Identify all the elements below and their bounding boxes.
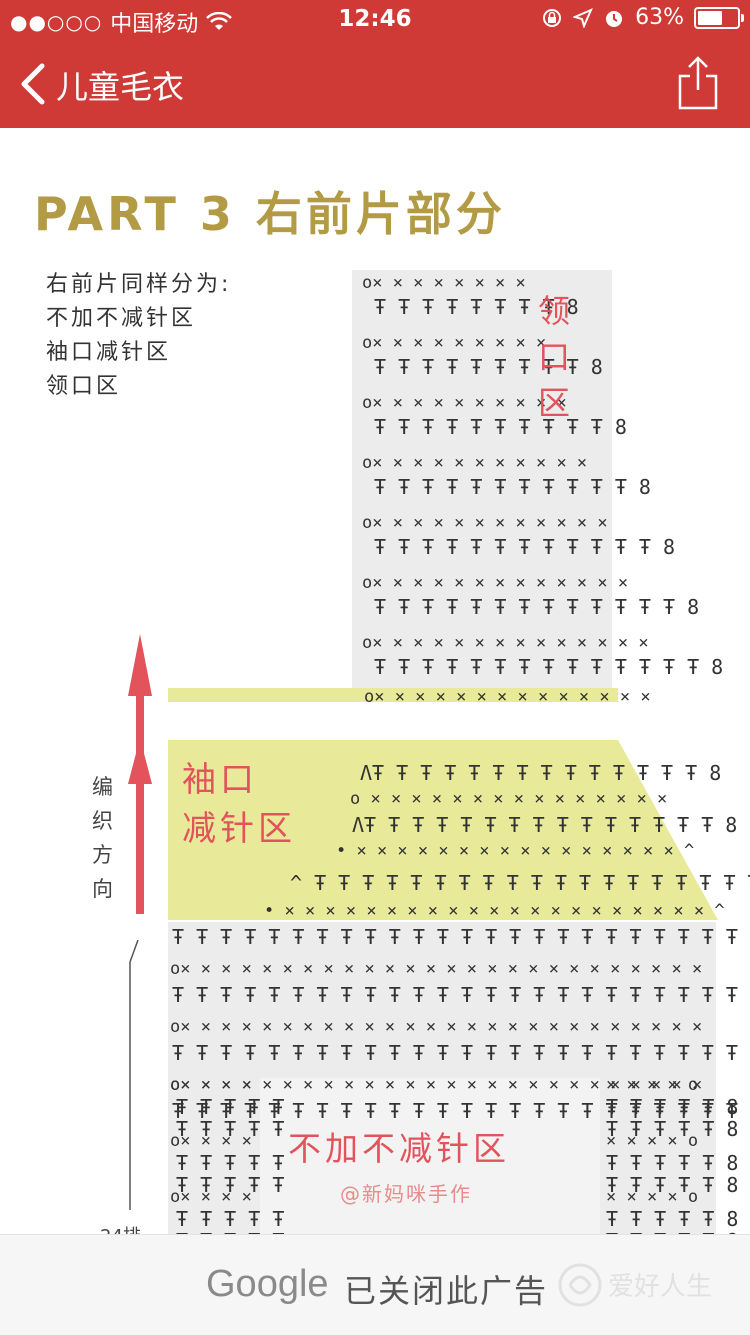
chain-row: o× × × × × × × × × × × × × × × × × × × ×…: [170, 959, 702, 979]
plain-zone-label: 不加不减针区: [288, 1129, 510, 1168]
row-count-label: 24排: [100, 1222, 141, 1234]
sleeve-zone-panel: [168, 740, 718, 920]
status-bar: ●●○○○ 中国移动 12:46 63%: [0, 0, 750, 40]
chain-row: o× × × × × × × × × × × × × ×: [362, 633, 649, 653]
sleeve-zone-label-line: 袖口: [182, 760, 258, 800]
stitch-row: Ŧ Ŧ Ŧ Ŧ Ŧ Ŧ Ŧ Ŧ Ŧ Ŧ Ŧ Ŧ Ŧ 8: [374, 595, 699, 619]
stitch-row: ^ Ŧ Ŧ Ŧ Ŧ Ŧ Ŧ Ŧ Ŧ Ŧ Ŧ Ŧ Ŧ Ŧ Ŧ Ŧ Ŧ Ŧ Ŧ Ŧ …: [290, 871, 750, 895]
chain-row: × × × × o: [606, 1075, 698, 1095]
battery-fill: [698, 10, 722, 25]
clock: 12:46: [338, 6, 412, 32]
signal-icon: ●●○○○: [10, 10, 103, 34]
chain-row: o× × × × × × × × × ×: [362, 393, 567, 413]
stitch-row: Ŧ Ŧ Ŧ Ŧ Ŧ: [176, 1207, 284, 1231]
site-logo-text: 爱好人生: [608, 1272, 712, 1302]
row-bracket-line: [129, 940, 139, 1210]
site-logo-icon: 爱好人生: [558, 1263, 712, 1307]
chain-row: o× × × × × × × × ×: [362, 333, 546, 353]
chain-row: o× × × × × × × × × × × × × × × × × × × ×…: [170, 1075, 702, 1095]
stitch-row: Ŧ Ŧ Ŧ Ŧ Ŧ 8: [606, 1117, 738, 1141]
stitch-row: Ŧ Ŧ Ŧ Ŧ Ŧ: [176, 1173, 284, 1197]
knit-direction-arrow: [128, 634, 152, 914]
nav-bar: 儿童毛衣: [0, 40, 750, 128]
chain-row: o× × × × × × × × × × ×: [362, 453, 587, 473]
intro-line: 领口区: [46, 374, 122, 399]
stitch-row: Ŧ Ŧ Ŧ Ŧ Ŧ Ŧ Ŧ Ŧ 8: [374, 295, 579, 319]
ad-brand: Google: [206, 1263, 329, 1305]
ad-closed-text: 已关闭此广告: [344, 1272, 549, 1310]
location-icon: [573, 7, 594, 28]
chain-row: o× × × × × × × ×: [362, 273, 526, 293]
carrier-name: 中国移动: [110, 12, 199, 37]
plain-zone-inner: [260, 1078, 600, 1234]
battery-percent: 63%: [635, 5, 684, 30]
stitch-row: Ŧ Ŧ Ŧ Ŧ Ŧ 8: [606, 1151, 738, 1175]
stitch-row: Ŧ Ŧ Ŧ Ŧ Ŧ 8: [606, 1207, 738, 1231]
chain-row: o× × × × × × × × × × × × ×: [362, 573, 628, 593]
intro-line: 不加不减针区: [46, 306, 197, 331]
alarm-icon: [606, 10, 623, 27]
watermark: @新妈咪手作: [340, 1182, 472, 1206]
chain-row: o× × × ×: [170, 1187, 252, 1207]
neck-base-strip: [168, 688, 618, 702]
chain-row: o × × × × × × × × × × × × × × ×: [350, 789, 667, 809]
stitch-row: Ŧ Ŧ Ŧ Ŧ Ŧ Ŧ Ŧ Ŧ Ŧ Ŧ Ŧ Ŧ Ŧ Ŧ Ŧ Ŧ Ŧ Ŧ Ŧ Ŧ …: [172, 1099, 750, 1123]
crochet-symbol-chart: o× × × × × × × ×Ŧ Ŧ Ŧ Ŧ Ŧ Ŧ Ŧ Ŧ 8 o× × × …: [170, 273, 750, 1234]
intro-line: 袖口减针区: [46, 340, 172, 365]
stitch-row: Ŧ Ŧ Ŧ Ŧ Ŧ Ŧ Ŧ Ŧ Ŧ Ŧ Ŧ Ŧ Ŧ Ŧ Ŧ Ŧ Ŧ Ŧ Ŧ Ŧ …: [172, 983, 750, 1007]
knit-direction-label: 编织方向: [92, 775, 113, 901]
rotation-lock-icon: [543, 8, 562, 27]
stitch-row: Ŧ Ŧ Ŧ Ŧ Ŧ Ŧ Ŧ Ŧ Ŧ Ŧ Ŧ Ŧ 8: [374, 535, 675, 559]
chain-row: o× × × × × × × × × × × ×: [362, 513, 608, 533]
stitch-row: Ŧ Ŧ Ŧ Ŧ Ŧ: [176, 1095, 284, 1119]
stitch-row: Ŧ Ŧ Ŧ Ŧ Ŧ: [176, 1229, 284, 1234]
sleeve-zone-label: 袖口 减针区: [182, 752, 296, 850]
chain-row: o× × × × × × × × × × × × × ×: [364, 687, 651, 707]
article-content: PART 3 右前片部分 右前片同样分为: 不加不减针区 袖口减针区 领口区 o…: [0, 128, 750, 1234]
chain-row: × × × × o: [606, 1131, 698, 1151]
chain-row: × × × × o: [606, 1187, 698, 1207]
stitch-row: ΛŦ Ŧ Ŧ Ŧ Ŧ Ŧ Ŧ Ŧ Ŧ Ŧ Ŧ Ŧ Ŧ Ŧ Ŧ 8: [352, 813, 737, 837]
chain-row: • × × × × × × × × × × × × × × × × ^: [336, 841, 694, 861]
stitch-row: Ŧ Ŧ Ŧ Ŧ Ŧ 8: [606, 1229, 738, 1234]
ad-banner[interactable]: Google 已关闭此广告 爱好人生: [0, 1234, 750, 1335]
chain-row: o× × × ×: [170, 1075, 252, 1095]
neck-zone-panel: [352, 270, 612, 700]
stitch-row: Ŧ Ŧ Ŧ Ŧ Ŧ Ŧ Ŧ Ŧ Ŧ Ŧ Ŧ Ŧ Ŧ Ŧ 8: [374, 655, 723, 679]
part-title: PART 3 右前片部分: [34, 187, 506, 241]
chain-row: • × × × × × × × × × × × × × × × × × × × …: [264, 901, 725, 921]
chain-row: o× × × ×: [170, 1131, 252, 1151]
back-icon[interactable]: [14, 60, 54, 108]
stitch-row: Ŧ Ŧ Ŧ Ŧ Ŧ 8: [606, 1095, 738, 1119]
status-left: ●●○○○ 中国移动: [10, 6, 233, 38]
share-icon[interactable]: [676, 54, 720, 112]
wifi-icon: [206, 12, 233, 30]
sleeve-zone-label-line: 减针区: [182, 809, 296, 849]
stitch-row: Ŧ Ŧ Ŧ Ŧ Ŧ: [176, 1151, 284, 1175]
stitch-row: Ŧ Ŧ Ŧ Ŧ Ŧ: [176, 1117, 284, 1141]
stitch-row: Ŧ Ŧ Ŧ Ŧ Ŧ Ŧ Ŧ Ŧ Ŧ Ŧ Ŧ Ŧ Ŧ Ŧ Ŧ Ŧ Ŧ Ŧ Ŧ Ŧ …: [172, 925, 750, 949]
stitch-row: ΛŦ Ŧ Ŧ Ŧ Ŧ Ŧ Ŧ Ŧ Ŧ Ŧ Ŧ Ŧ Ŧ Ŧ 8: [360, 761, 721, 785]
battery-icon: [694, 6, 744, 29]
page-title: 儿童毛衣: [56, 68, 185, 106]
status-right: 63%: [541, 5, 744, 30]
chain-row: o× × × × × × × × × × × × × × × × × × × ×…: [170, 1017, 702, 1037]
stitch-row: Ŧ Ŧ Ŧ Ŧ Ŧ Ŧ Ŧ Ŧ Ŧ Ŧ 8: [374, 415, 627, 439]
stitch-row: Ŧ Ŧ Ŧ Ŧ Ŧ 8: [606, 1173, 738, 1197]
intro-text: 右前片同样分为: 不加不减针区 袖口减针区 领口区: [46, 268, 231, 404]
stitch-row: Ŧ Ŧ Ŧ Ŧ Ŧ Ŧ Ŧ Ŧ Ŧ 8: [374, 355, 603, 379]
stitch-row: Ŧ Ŧ Ŧ Ŧ Ŧ Ŧ Ŧ Ŧ Ŧ Ŧ Ŧ 8: [374, 475, 651, 499]
stitch-row: Ŧ Ŧ Ŧ Ŧ Ŧ Ŧ Ŧ Ŧ Ŧ Ŧ Ŧ Ŧ Ŧ Ŧ Ŧ Ŧ Ŧ Ŧ Ŧ Ŧ …: [172, 1041, 750, 1065]
neck-zone-label: 领口区: [538, 292, 575, 422]
intro-line: 右前片同样分为:: [46, 272, 232, 297]
